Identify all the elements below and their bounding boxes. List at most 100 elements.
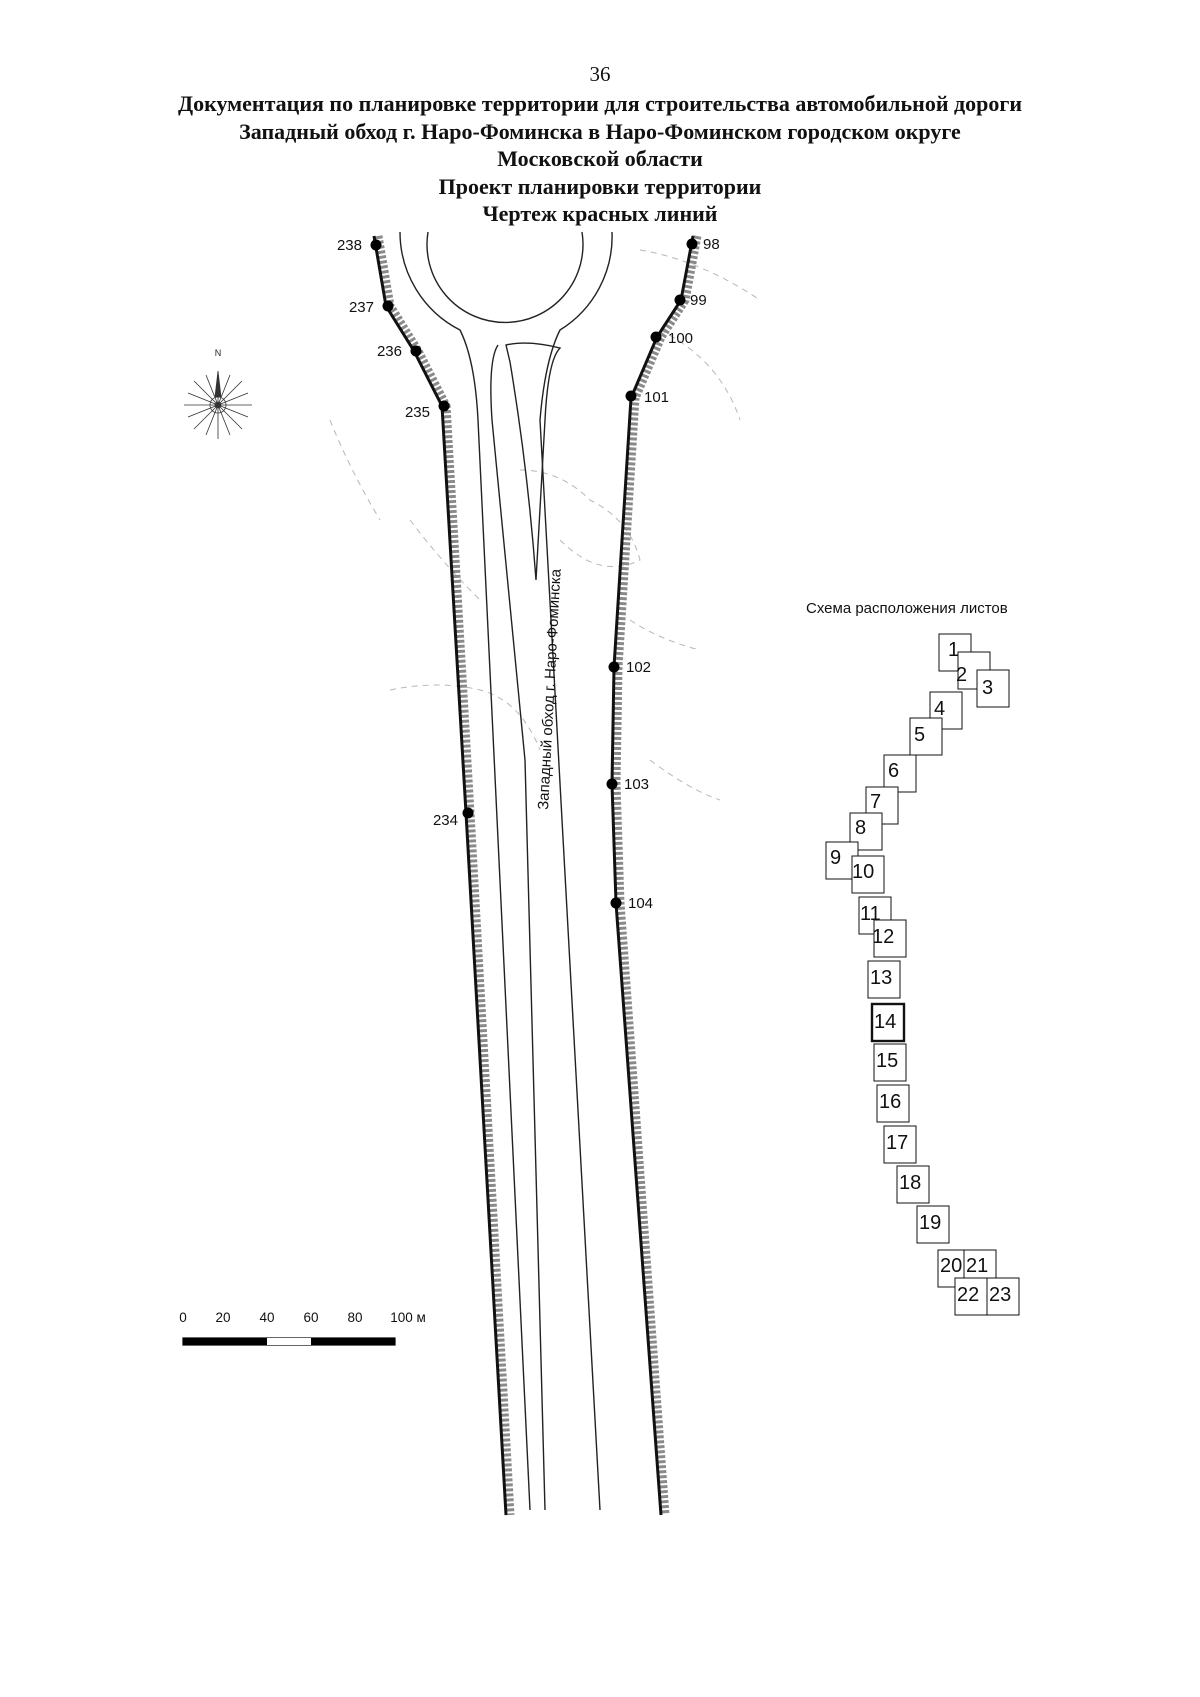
sheet-number-19: 19 xyxy=(919,1212,941,1234)
right-point-labels: 98 99 100 101 102 103 104 xyxy=(624,236,720,912)
sheet-number-5: 5 xyxy=(914,724,925,746)
point-102-marker xyxy=(608,661,620,673)
point-label-238: 238 xyxy=(337,237,362,254)
sheet-box-12 xyxy=(873,919,907,958)
left-red-line-hatch xyxy=(373,235,515,1516)
left-red-line-stroke xyxy=(372,235,508,1516)
point-104-marker xyxy=(610,897,622,909)
roundabout-inner-ring xyxy=(426,231,584,324)
document-header: Документация по планировке территории дл… xyxy=(0,90,1200,228)
scale-bar-segment-2 xyxy=(267,1338,311,1345)
right-red-line-hatch xyxy=(611,235,702,1516)
road-left-edge xyxy=(399,231,531,1511)
sheet-number-23: 23 xyxy=(989,1284,1011,1306)
header-line-5: Чертеж красных линий xyxy=(482,201,718,226)
right-turning-points xyxy=(606,238,698,909)
sheet-box-5 xyxy=(909,717,943,756)
sheet-box-15 xyxy=(873,1043,907,1082)
point-103-marker xyxy=(606,778,618,790)
point-label-99: 99 xyxy=(690,292,707,309)
sheet-number-13: 13 xyxy=(870,967,892,989)
sheet-number-14: 14 xyxy=(874,1011,896,1033)
sheet-number-12: 12 xyxy=(872,926,894,948)
point-235-marker xyxy=(438,400,450,412)
point-101-marker xyxy=(625,390,637,402)
sheet-number-18: 18 xyxy=(899,1172,921,1194)
sheet-box-17 xyxy=(883,1125,917,1164)
scale-tick-80: 80 xyxy=(347,1310,362,1325)
sheet-number-20: 20 xyxy=(940,1255,962,1277)
scale-tick-60: 60 xyxy=(303,1310,318,1325)
scale-bar-segment-1 xyxy=(183,1338,267,1345)
sheet-number-7: 7 xyxy=(870,791,881,813)
point-238-marker xyxy=(370,239,382,251)
right-red-line-stroke xyxy=(610,235,695,1516)
sheet-number-4: 4 xyxy=(934,698,945,720)
point-237-marker xyxy=(382,300,394,312)
sheet-box-6 xyxy=(883,754,917,793)
point-label-234: 234 xyxy=(433,812,458,829)
point-label-104: 104 xyxy=(628,895,653,912)
sheet-box-10 xyxy=(851,855,885,894)
sheet-number-22: 22 xyxy=(957,1284,979,1306)
header-line-3: Московской области xyxy=(497,146,703,171)
sheet-box-23 xyxy=(986,1277,1020,1316)
left-point-labels: 238 237 236 235 234 xyxy=(337,237,458,829)
scale-bar: 0 20 40 60 80 100 м xyxy=(179,1310,426,1346)
sheet-number-10: 10 xyxy=(852,861,874,883)
sheet-number-9: 9 xyxy=(830,847,841,869)
left-turning-points xyxy=(370,239,474,819)
compass-north-label: N xyxy=(215,348,222,358)
road-center-line xyxy=(490,344,546,1511)
scale-tick-40: 40 xyxy=(259,1310,274,1325)
point-label-98: 98 xyxy=(703,236,720,253)
header-line-4: Проект планировки территории xyxy=(438,173,762,199)
scale-tick-100: 100 м xyxy=(390,1310,426,1325)
traffic-island xyxy=(505,342,562,581)
sheet-number-6: 6 xyxy=(888,760,899,782)
point-label-102: 102 xyxy=(626,659,651,676)
sheet-layout-scheme: Схема расположения листов xyxy=(806,600,1020,1316)
sheet-box-16 xyxy=(876,1084,910,1123)
roundabout xyxy=(399,231,613,1511)
sheet-number-2: 2 xyxy=(956,664,967,686)
sheet-number-16: 16 xyxy=(879,1091,901,1113)
sheet-box-14 xyxy=(870,1002,906,1043)
sheet-number-8: 8 xyxy=(855,817,866,839)
sheet-number-3: 3 xyxy=(982,677,993,699)
road-right-edge xyxy=(539,231,613,1511)
sheet-box-3 xyxy=(976,669,1010,708)
header-line-2: Западный обход г. Наро-Фоминска в Наро-Ф… xyxy=(239,118,961,144)
left-red-line xyxy=(372,235,515,1516)
point-label-237: 237 xyxy=(349,299,374,316)
sheet-box-19 xyxy=(916,1205,950,1244)
point-label-235: 235 xyxy=(405,404,430,421)
point-236-marker xyxy=(410,345,422,357)
sheet-number-17: 17 xyxy=(886,1132,908,1154)
point-label-100: 100 xyxy=(668,330,693,347)
right-red-line xyxy=(610,235,702,1516)
scale-tick-20: 20 xyxy=(215,1310,230,1325)
sheet-number-21: 21 xyxy=(966,1255,988,1277)
scale-tick-0: 0 xyxy=(179,1310,187,1325)
point-99-marker xyxy=(674,294,686,306)
scale-bar-segment-4 xyxy=(355,1338,395,1345)
point-100-marker xyxy=(650,331,662,343)
sheet-number-1: 1 xyxy=(948,639,959,661)
header-line-1: Документация по планировке территории дл… xyxy=(177,91,1023,116)
point-label-236: 236 xyxy=(377,343,402,360)
page-number: 36 xyxy=(589,62,611,86)
point-98-marker xyxy=(686,238,698,250)
road-name-label: Западный обход г. Наро-Фоминска xyxy=(535,568,565,810)
point-label-101: 101 xyxy=(644,389,669,406)
point-234-marker xyxy=(462,807,474,819)
sheet-box-18 xyxy=(896,1165,930,1204)
compass-rose-icon xyxy=(184,370,252,439)
sheet-box-13 xyxy=(867,960,901,999)
point-label-103: 103 xyxy=(624,776,649,793)
sheet-number-15: 15 xyxy=(876,1050,898,1072)
sheet-box-22 xyxy=(954,1277,988,1316)
sheet-scheme-title: Схема расположения листов xyxy=(806,600,1008,617)
